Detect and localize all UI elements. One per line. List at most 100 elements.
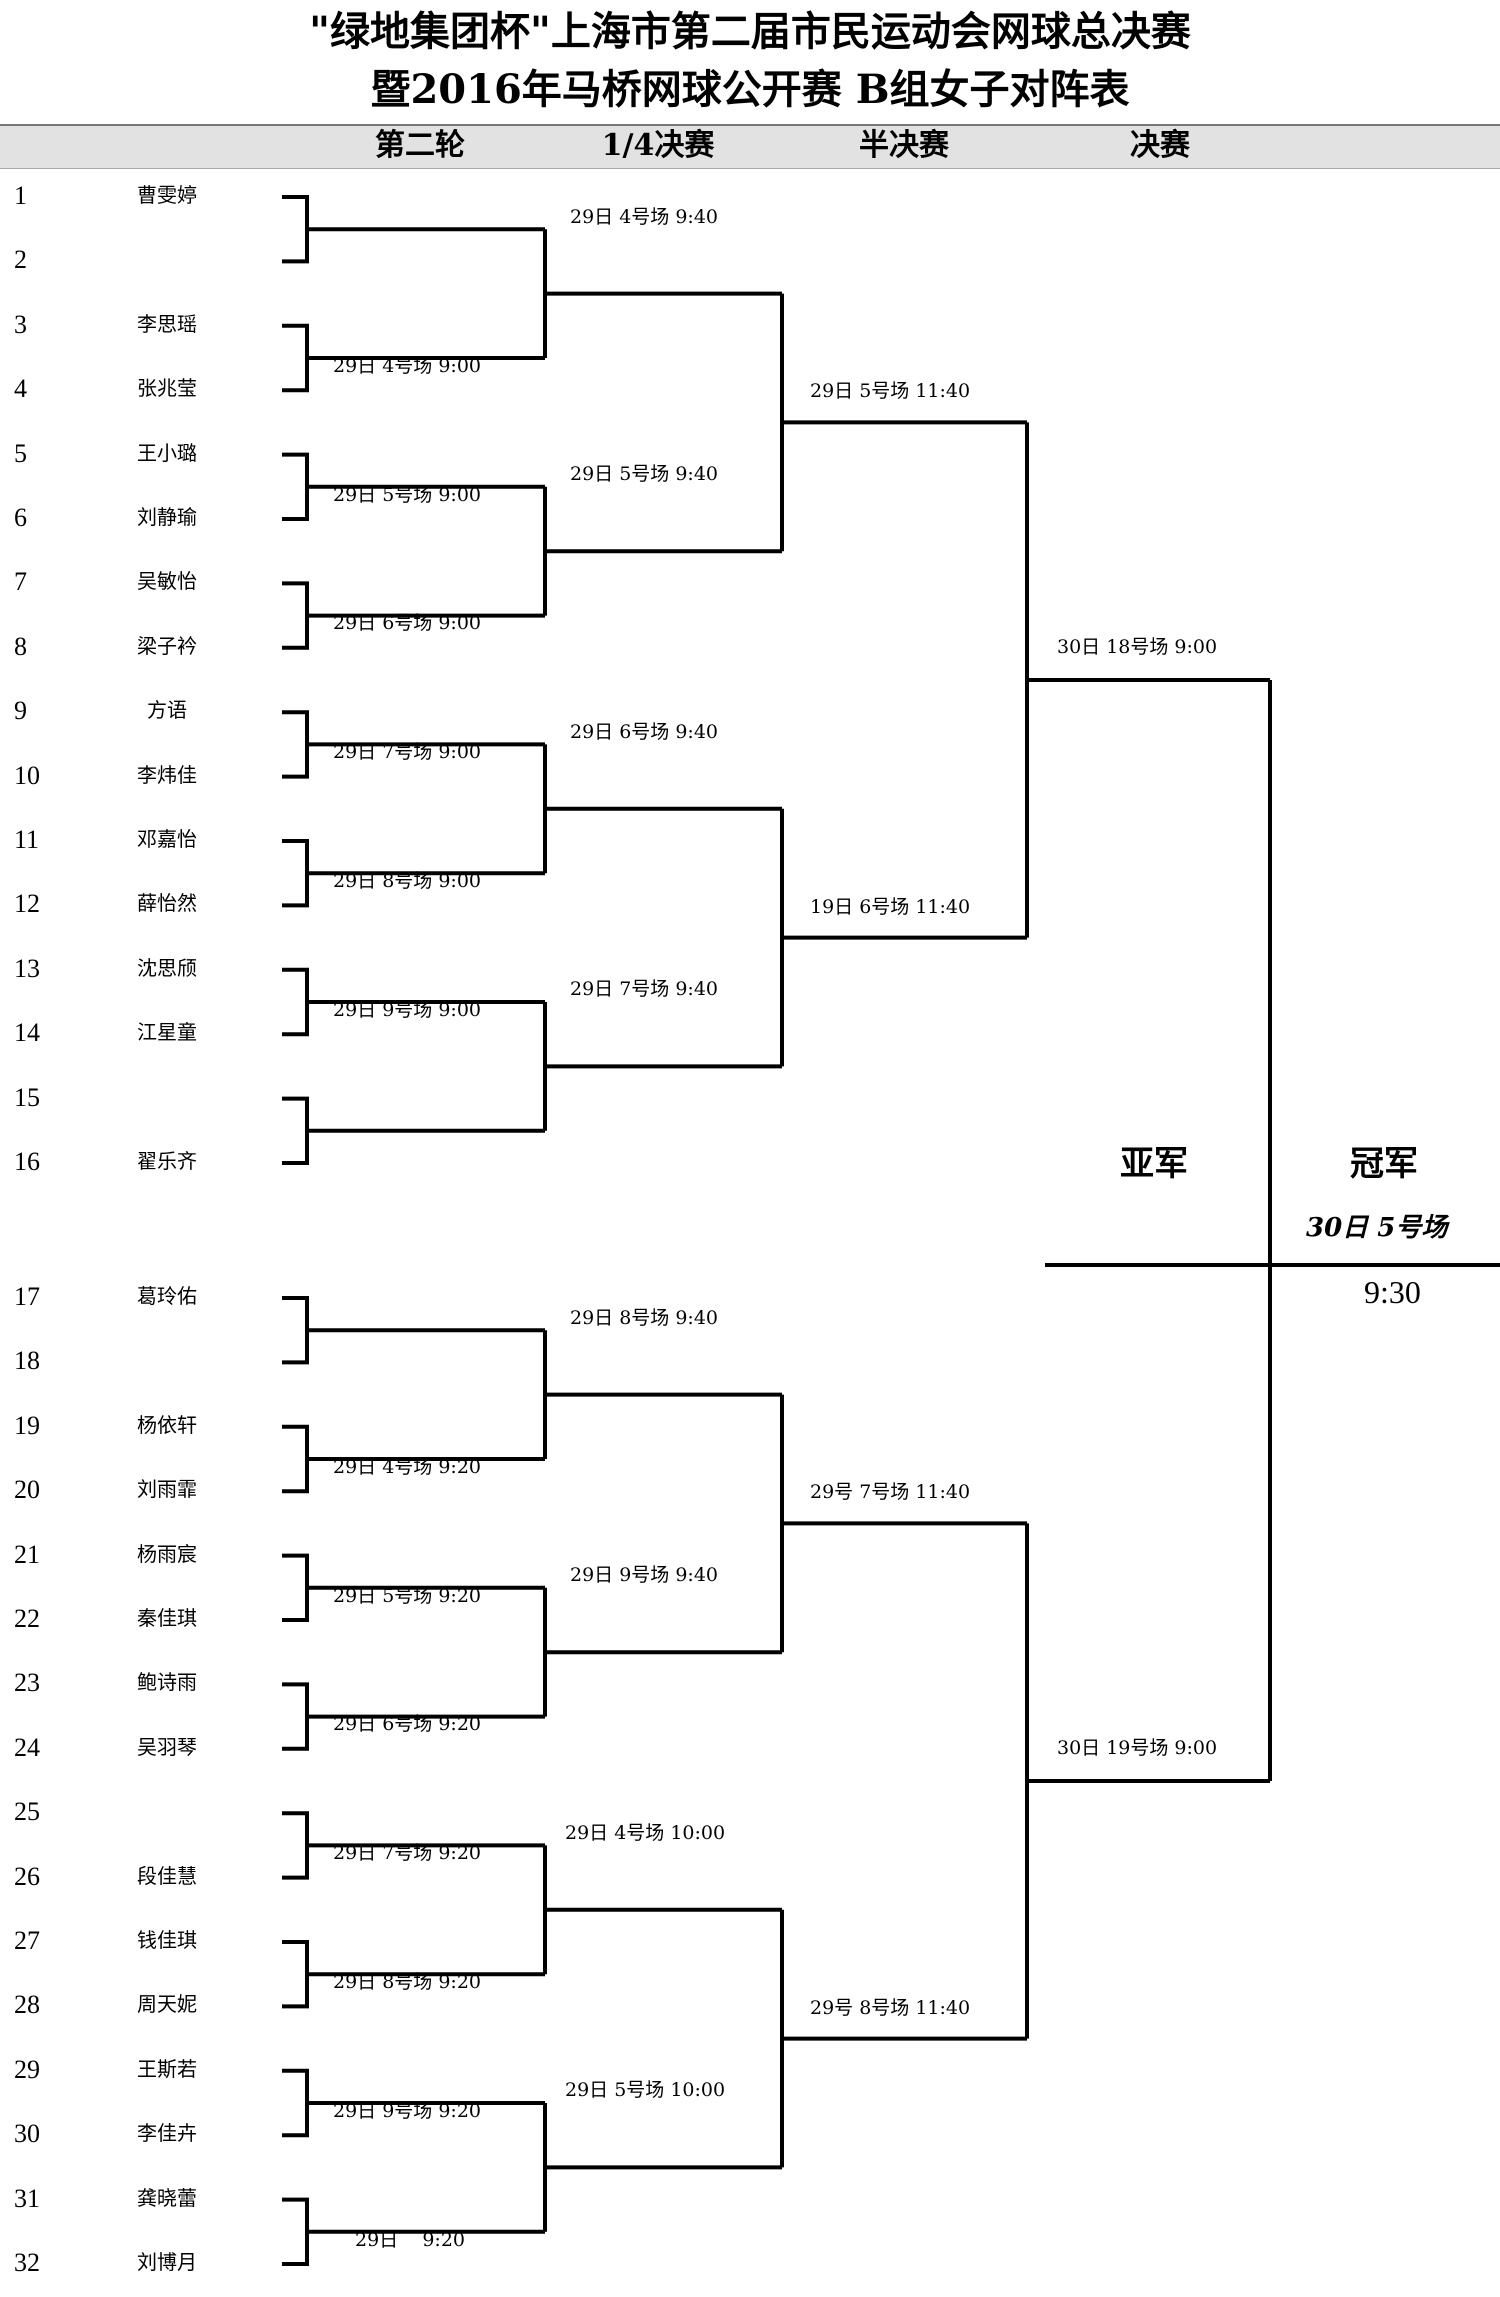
sf-match-label: 29日 5号场 11:40 [810,380,971,403]
player-seed: 28 [14,1990,40,2020]
final-match-label: 30日 18号场 9:00 [1057,636,1218,658]
qf-match-label: 29日 5号场 9:40 [570,463,719,486]
player-name: 葛玲佑 [137,1284,197,1308]
player-seed: 13 [14,953,40,983]
player-name: 吴羽琴 [137,1734,197,1759]
player-name: 段佳慧 [137,1863,197,1888]
player-name: 沈思颀 [137,955,197,980]
player-name: 曹雯婷 [137,183,197,207]
round2-match-label: 29日 9号场 9:20 [333,2099,482,2122]
round2-match-label: 29日 4号场 9:20 [333,1455,482,1478]
player-seed: 29 [14,2054,40,2084]
player-seed: 26 [14,1861,40,1891]
round-header-second: 第二轮 [375,128,465,163]
final-time: 9:30 [1364,1274,1421,1310]
round2-match-6-bracket [282,839,309,908]
player-seed: 11 [14,825,40,854]
player-name: 李思瑶 [137,311,197,336]
player-seed: 15 [14,1082,40,1112]
round2-match-2-bracket [282,323,309,393]
player-name: 王斯若 [137,2056,197,2081]
player-name: 周天妮 [137,1992,197,2017]
player-seed: 23 [14,1668,40,1698]
round-header-semifinal: 半决赛 [859,128,949,163]
player-name: 刘博月 [137,2250,197,2274]
runner-up-label: 亚军 [1120,1144,1188,1184]
round2-match-3-bracket [282,452,309,521]
player-seed: 12 [14,889,40,919]
player-seed: 19 [14,1410,40,1440]
player-name: 梁子衿 [137,633,197,658]
qf-match-label: 29日 5号场 10:00 [565,2079,726,2102]
round2-match-12-bracket [282,1682,309,1751]
player-seed: 17 [14,1282,40,1311]
round2-match-label: 29日 4号场 9:00 [333,354,482,377]
player-name: 张兆莹 [137,376,197,401]
player-seed: 32 [14,2248,40,2277]
round2-match-1-bracket [282,195,309,264]
player-seed: 8 [14,631,27,661]
player-seed: 21 [14,1539,40,1569]
round2-match-13-bracket [282,1811,309,1880]
player-name: 李炜佳 [137,762,197,787]
player-name: 钱佳琪 [137,1928,197,1952]
round2-match-label: 29日 6号场 9:20 [333,1713,482,1736]
player-name: 薛怡然 [137,891,197,916]
round2-match-label: 29日 5号场 9:20 [333,1584,482,1607]
round2-match-11-bracket [282,1553,309,1622]
qf-match-label: 29日 7号场 9:40 [570,978,719,1001]
player-name: 翟乐齐 [137,1149,197,1173]
sf-match-label: 29号 8号场 11:40 [810,1996,971,2019]
player-seed: 25 [14,1797,40,1827]
player-name: 杨雨宸 [137,1541,197,1566]
player-seed: 18 [14,1346,40,1376]
player-seed: 4 [14,374,27,404]
player-seed: 24 [14,1732,40,1762]
round2-match-5-bracket [282,710,309,779]
round2-match-label: 29日 9:20 [355,2228,466,2251]
player-name: 邓嘉怡 [137,827,197,851]
round2-match-10-bracket [282,1424,309,1494]
player-name: 方语 [147,698,187,723]
sf-match-label: 29号 7号场 11:40 [810,1481,971,1504]
player-seed: 20 [14,1475,40,1505]
player-seed: 3 [14,309,27,339]
player-name: 秦佳琪 [137,1606,197,1630]
qf-match-label: 29日 9号场 9:40 [570,1564,719,1587]
round2-match-9-bracket [282,1296,309,1365]
round2-match-16-bracket [282,2197,309,2266]
player-seed: 6 [14,503,27,532]
player-name: 李佳卉 [137,2121,197,2146]
player-seed: 2 [14,245,27,275]
final-schedule: 30日 5号场 [1306,1213,1448,1243]
round2-match-label: 29日 7号场 9:00 [333,741,482,764]
round-header-band [0,124,1500,169]
champion-label: 冠军 [1350,1144,1418,1184]
round2-match-label: 29日 7号场 9:20 [333,1842,482,1865]
player-name: 刘雨霏 [137,1477,197,1502]
round2-match-8-bracket [282,1096,309,1165]
player-seed: 5 [14,438,27,468]
player-seed: 7 [14,567,27,597]
player-name: 刘静瑜 [137,505,197,529]
round-header-quarterfinal: 1/4决赛 [601,128,715,163]
player-seed: 14 [14,1018,40,1048]
qf-match-label: 29日 4号场 9:40 [570,205,719,228]
player-name: 王小璐 [137,440,197,465]
final-match-label: 30日 19号场 9:00 [1057,1737,1218,1759]
player-name: 江星童 [137,1020,197,1045]
round2-match-15-bracket [282,2068,309,2138]
player-name: 龚晓蕾 [137,2185,197,2210]
round2-match-label: 29日 6号场 9:00 [333,612,482,635]
player-seed: 30 [14,2119,40,2149]
round2-match-4-bracket [282,581,309,650]
qf-match-label: 29日 6号场 9:40 [570,720,719,743]
player-seed: 31 [14,2183,40,2213]
page-title: "绿地集团杯"上海市第二届市民运动会网球总决赛 [309,8,1191,55]
player-seed: 9 [14,696,27,726]
page-subtitle: 暨2016年马桥网球公开赛 B组女子对阵表 [370,66,1130,113]
player-name: 杨依轩 [137,1412,197,1437]
player-seed: 16 [14,1147,40,1176]
sf-match-label: 19日 6号场 11:40 [810,895,971,918]
